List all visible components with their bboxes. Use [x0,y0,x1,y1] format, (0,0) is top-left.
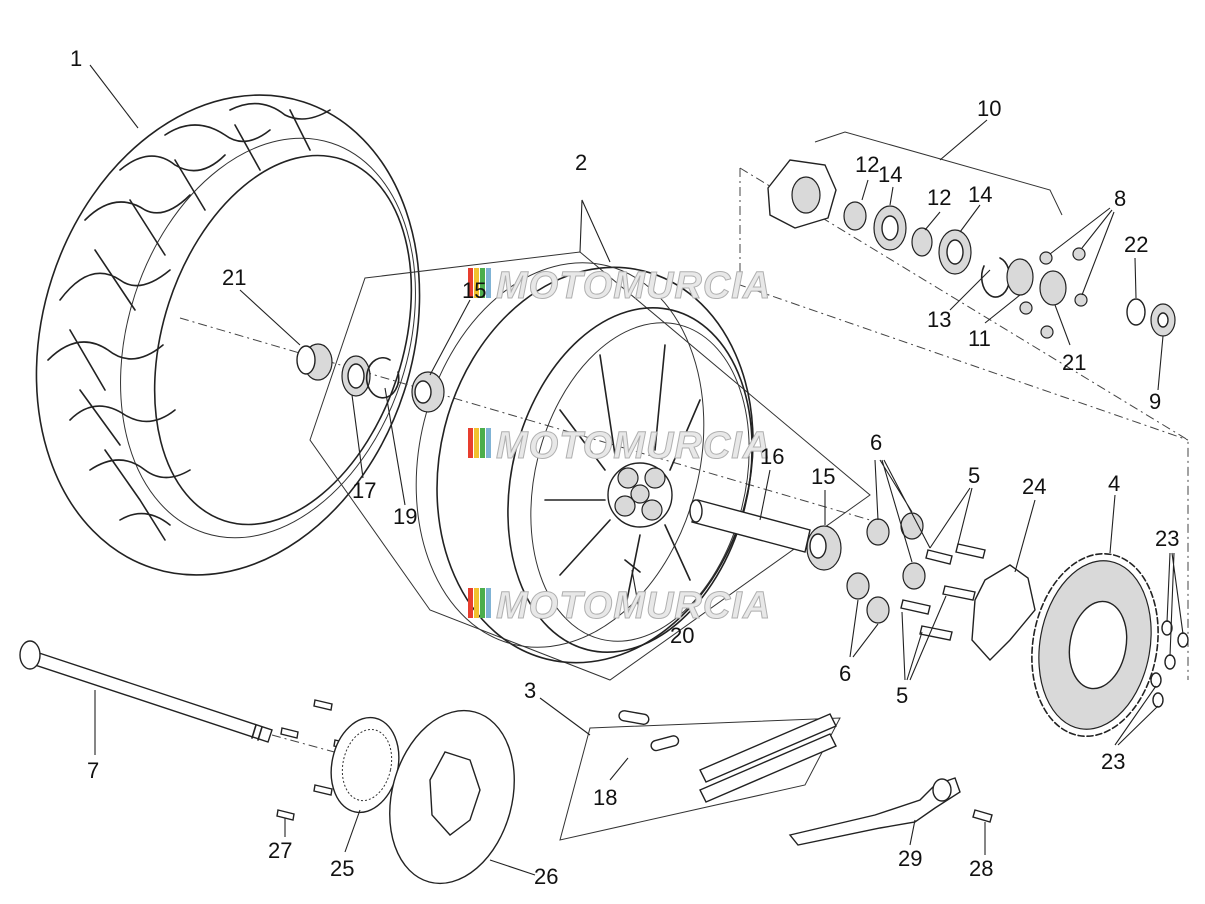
nut-9 [1150,303,1176,337]
watermark-logo-stripe [468,428,473,458]
seal-17 [341,355,371,397]
nuts-8 [1019,247,1088,339]
callout-27: 27 [268,838,292,863]
callout-14-a: 14 [878,162,902,187]
callout-29: 29 [898,846,922,871]
studs-5 [900,543,986,641]
spacer-21-left [296,343,333,381]
callout-25: 25 [330,856,354,881]
callout-18: 18 [593,785,617,810]
rim [415,262,754,664]
callout-10: 10 [977,96,1001,121]
spacer-12-b [911,227,933,257]
nuts-23 [1150,620,1189,708]
axle-7 [19,640,273,743]
tire [35,94,421,576]
callout-8: 8 [1114,186,1126,211]
callout-14-b: 14 [968,182,992,207]
watermark-logo-stripe [474,428,479,458]
callout-12-b: 12 [927,185,951,210]
circlip-13 [980,257,1011,298]
bolt-28 [972,809,993,823]
callout-11: 11 [968,326,991,351]
brake-disc-26 [389,709,515,885]
watermark-text: MOTOMURCIA [496,585,771,627]
callout-3: 3 [524,678,536,703]
watermark-text: MOTOMURCIA [496,265,771,307]
watermark-logo-stripe [468,268,473,298]
watermark-group: MOTOMURCIA MOTOMURCIA MOTOMURCIA [468,265,771,628]
washer-11 [1006,258,1034,296]
spacer-21-right [1039,270,1067,306]
bearing-15-left [411,371,445,413]
callout-9: 9 [1149,389,1161,414]
watermark-text: MOTOMURCIA [496,425,771,467]
chain [699,713,837,803]
callout-22: 22 [1124,232,1148,257]
master-link-18 [618,710,680,752]
watermark-logo-stripe [486,588,491,618]
callout-15-left: 15 [462,278,486,303]
callout-23-bottom: 23 [1101,749,1125,774]
watermark-top: MOTOMURCIA [468,265,771,308]
watermark-middle: MOTOMURCIA [468,425,771,468]
sprocket-4 [1031,552,1159,738]
callout-28: 28 [969,856,993,881]
callout-19: 19 [393,504,417,529]
callout-23-top: 23 [1155,526,1179,551]
callout-labels: 1 2 3 4 5 5 6 6 7 8 9 10 11 12 12 13 14 … [70,46,1179,889]
spacer-12-a [843,201,867,231]
bearing-14-b [938,229,972,275]
hub-group-bracket [814,131,1063,216]
watermark-logo-stripe [486,268,491,298]
callout-2: 2 [575,150,587,175]
callout-16: 16 [760,444,784,469]
callout-17: 17 [352,478,376,503]
callout-13: 13 [927,307,951,332]
callout-21-right: 21 [1062,350,1086,375]
watermark-logo-stripe [480,588,485,618]
callout-5-bottom: 5 [896,683,908,708]
cover-plate-24 [971,564,1036,662]
callout-24: 24 [1022,474,1046,499]
watermark-logo-stripe [486,428,491,458]
callout-5-top: 5 [968,463,980,488]
watermark-logo-stripe [480,428,485,458]
watermark-logo-stripe [468,588,473,618]
callout-21-left: 21 [222,265,246,290]
leader-lines [89,64,1184,876]
callout-1: 1 [70,46,82,71]
watermark-logo-stripe [474,268,479,298]
dampers-6 [846,512,926,624]
spacer-tube-16 [689,499,811,553]
hub-axis-line [739,167,1189,680]
sprocket-carrier [767,159,837,229]
callout-15-right: 15 [811,464,835,489]
bearing-15-right [806,525,842,571]
watermark-logo-stripe [480,268,485,298]
callout-4: 4 [1108,471,1120,496]
stand-bracket-29 [788,777,961,846]
washer-22 [1126,298,1146,326]
callout-12-a: 12 [855,152,879,177]
circlip-19 [365,357,400,399]
callout-6-top: 6 [870,430,882,455]
callout-20: 20 [670,623,694,648]
chain-group-outline [559,717,841,841]
callout-7: 7 [87,758,99,783]
wheel-axis-line [179,317,871,521]
callout-6-bottom: 6 [839,661,851,686]
bearing-14-a [873,205,907,251]
callout-26: 26 [534,864,558,889]
watermark-logo-stripe [474,588,479,618]
watermark-bottom: MOTOMURCIA [468,585,771,628]
